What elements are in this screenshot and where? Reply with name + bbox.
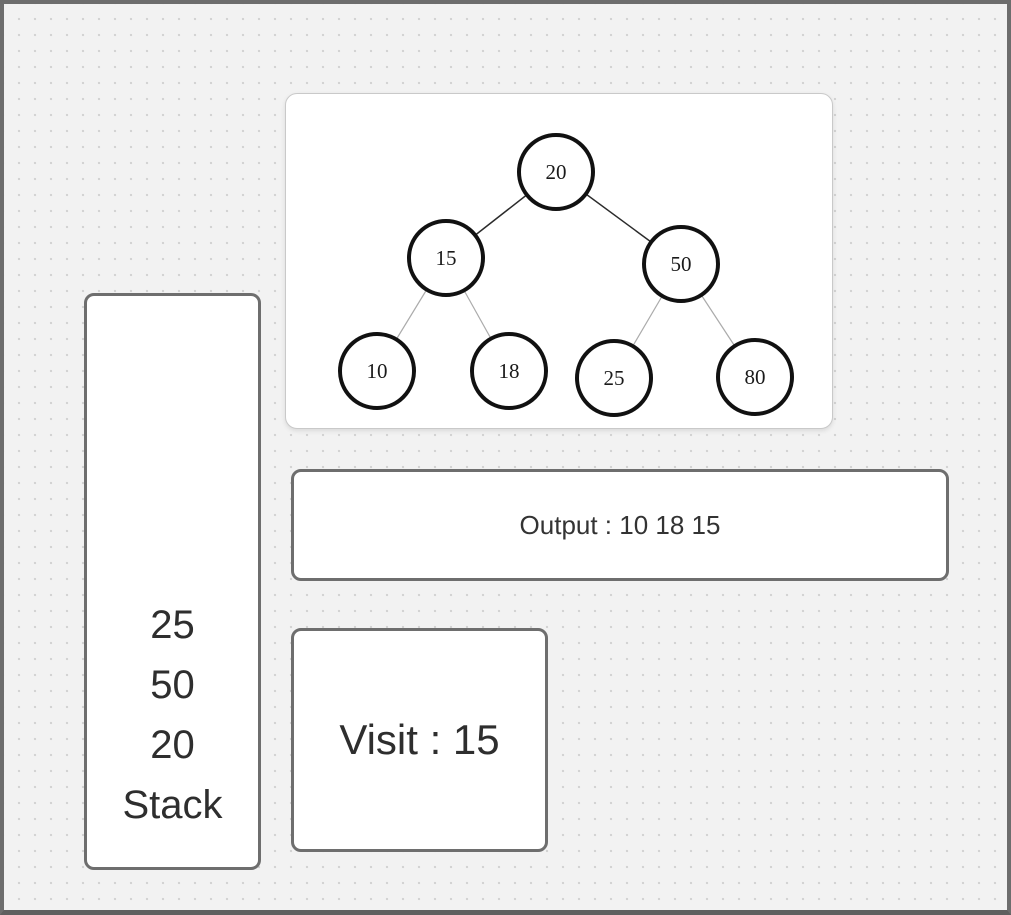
- stack-title: Stack: [122, 783, 223, 827]
- tree-node: 80: [716, 338, 794, 416]
- stack-item: 50: [150, 663, 195, 707]
- output-text: Output : 10 18 15: [519, 509, 721, 540]
- tree-node: 10: [338, 332, 416, 410]
- tree-panel: 20 15 50 10 18 25 80: [285, 93, 833, 429]
- tree-node: 50: [642, 225, 720, 303]
- stack-item: 20: [150, 723, 195, 767]
- stack-panel: 25 50 20 Stack: [84, 293, 261, 870]
- visit-text: Visit : 15: [339, 716, 500, 763]
- tree-node: 25: [575, 339, 653, 417]
- tree-node-root: 20: [517, 133, 595, 211]
- tree-node: 15: [407, 219, 485, 297]
- tree-node: 18: [470, 332, 548, 410]
- output-panel: Output : 10 18 15: [291, 469, 949, 581]
- stack-item: 25: [150, 603, 195, 647]
- visit-panel: Visit : 15: [291, 628, 548, 852]
